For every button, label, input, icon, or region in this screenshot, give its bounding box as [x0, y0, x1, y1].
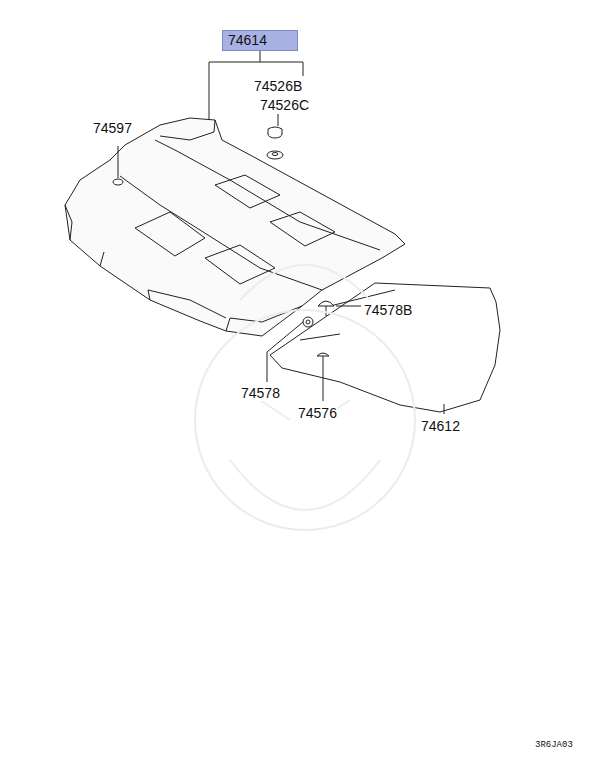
callout-number: 74612: [420, 418, 461, 434]
part-number-box: 74614: [222, 30, 298, 51]
diagram-code: 3R6JA03: [534, 740, 574, 751]
callout-number: 74526B: [253, 78, 303, 94]
callout-number: 74576: [297, 405, 338, 421]
part-number: 74614: [223, 31, 297, 50]
callout-number: 74578B: [363, 302, 413, 318]
callout-number: 74526C: [259, 97, 310, 113]
callout-number: 74578: [240, 385, 281, 401]
callout-number: 74597: [92, 120, 133, 136]
